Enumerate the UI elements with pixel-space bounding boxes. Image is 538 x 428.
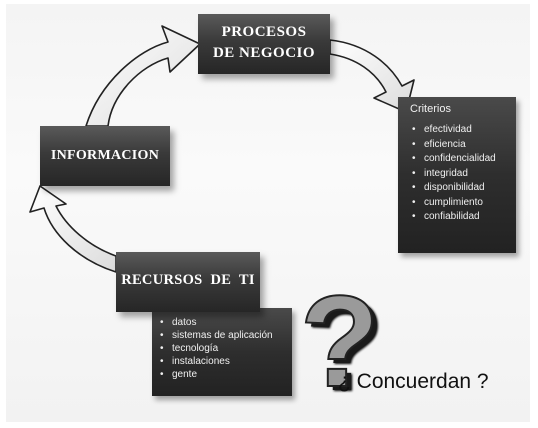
question-mark-icon: ? [299, 268, 380, 414]
criterio-item: cumplimiento [412, 196, 516, 211]
recurso-item: datos [160, 316, 292, 329]
informacion-node: INFORMACION [40, 126, 170, 186]
criterio-item: eficiencia [412, 138, 516, 153]
arrow-informacion-to-procesos [85, 25, 201, 127]
criterios-list: efectividad eficiencia confidencialidad … [412, 123, 516, 225]
procesos-de-negocio-node: PROCESOS DE NEGOCIO [198, 14, 330, 74]
recurso-item: gente [160, 368, 292, 381]
recurso-item: instalaciones [160, 355, 292, 368]
recurso-item: sistemas de aplicación [160, 329, 292, 342]
criterio-item: confidencialidad [412, 152, 516, 167]
criterios-panel: Criterios efectividad eficiencia confide… [398, 97, 516, 253]
recursos-label: RECURSOS DE TI [121, 272, 255, 288]
procesos-label-line2: DE NEGOCIO [212, 45, 316, 61]
procesos-label-line1: PROCESOS [221, 24, 307, 40]
recursos-de-ti-node: RECURSOS DE TI [116, 252, 260, 312]
criterio-item: efectividad [412, 123, 516, 138]
arrow-recursos-to-informacion [29, 185, 117, 273]
criterio-item: integridad [412, 167, 516, 182]
recursos-panel: datos sistemas de aplicación tecnología … [152, 308, 292, 396]
criterio-item: confiabilidad [412, 210, 516, 225]
recurso-item: tecnología [160, 342, 292, 355]
recursos-list: datos sistemas de aplicación tecnología … [160, 316, 292, 381]
criterio-item: disponibilidad [412, 181, 516, 196]
criterios-title: Criterios [410, 103, 451, 115]
concuerdan-question: ¿ Concuerdan ? [338, 370, 489, 393]
informacion-label: INFORMACION [50, 148, 160, 163]
